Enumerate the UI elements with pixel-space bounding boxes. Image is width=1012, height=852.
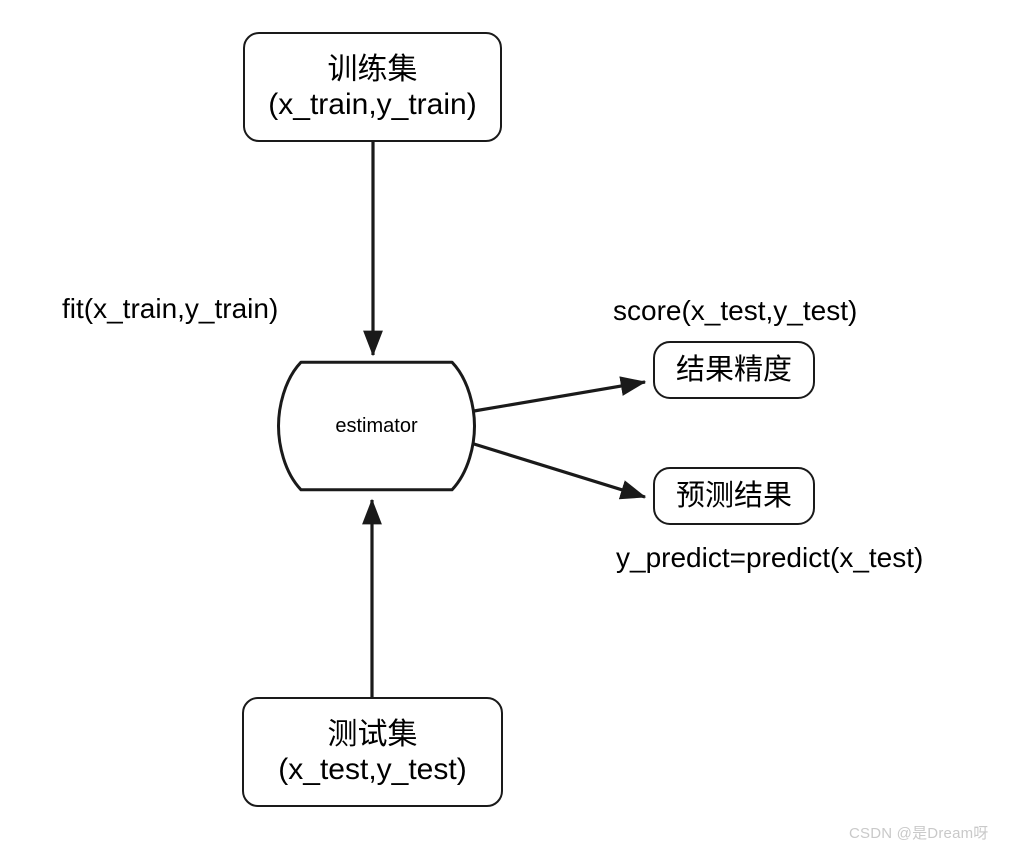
node-estimator-label: estimator (335, 414, 418, 437)
node-test-set-line-1: 测试集 (327, 717, 418, 751)
node-score-result[interactable]: 结果精度 (653, 341, 815, 399)
node-estimator[interactable]: estimator (277, 360, 476, 492)
node-score-result-label: 结果精度 (675, 353, 792, 386)
watermark: CSDN @是Dream呀 (849, 825, 989, 842)
estimator-barrel-shape (277, 360, 476, 492)
node-train-set-line-1: 训练集 (327, 52, 418, 86)
edge-estimator-to-predict (473, 442, 647, 500)
edge-label-fit: fit(x_train,y_train) (62, 293, 279, 324)
node-train-set[interactable]: 训练集 (x_train,y_train) (243, 32, 502, 142)
node-train-set-line-2: (x_train,y_train) (268, 88, 477, 121)
node-predict-result[interactable]: 预测结果 (653, 467, 815, 525)
node-test-set[interactable]: 测试集 (x_test,y_test) (242, 697, 503, 807)
edge-estimator-to-score (473, 376, 647, 413)
edge-label-score: score(x_test,y_test) (613, 295, 858, 326)
edge-label-predict: y_predict=predict(x_test) (616, 542, 924, 573)
node-predict-result-label: 预测结果 (675, 479, 792, 512)
node-test-set-line-2: (x_test,y_test) (278, 753, 467, 786)
